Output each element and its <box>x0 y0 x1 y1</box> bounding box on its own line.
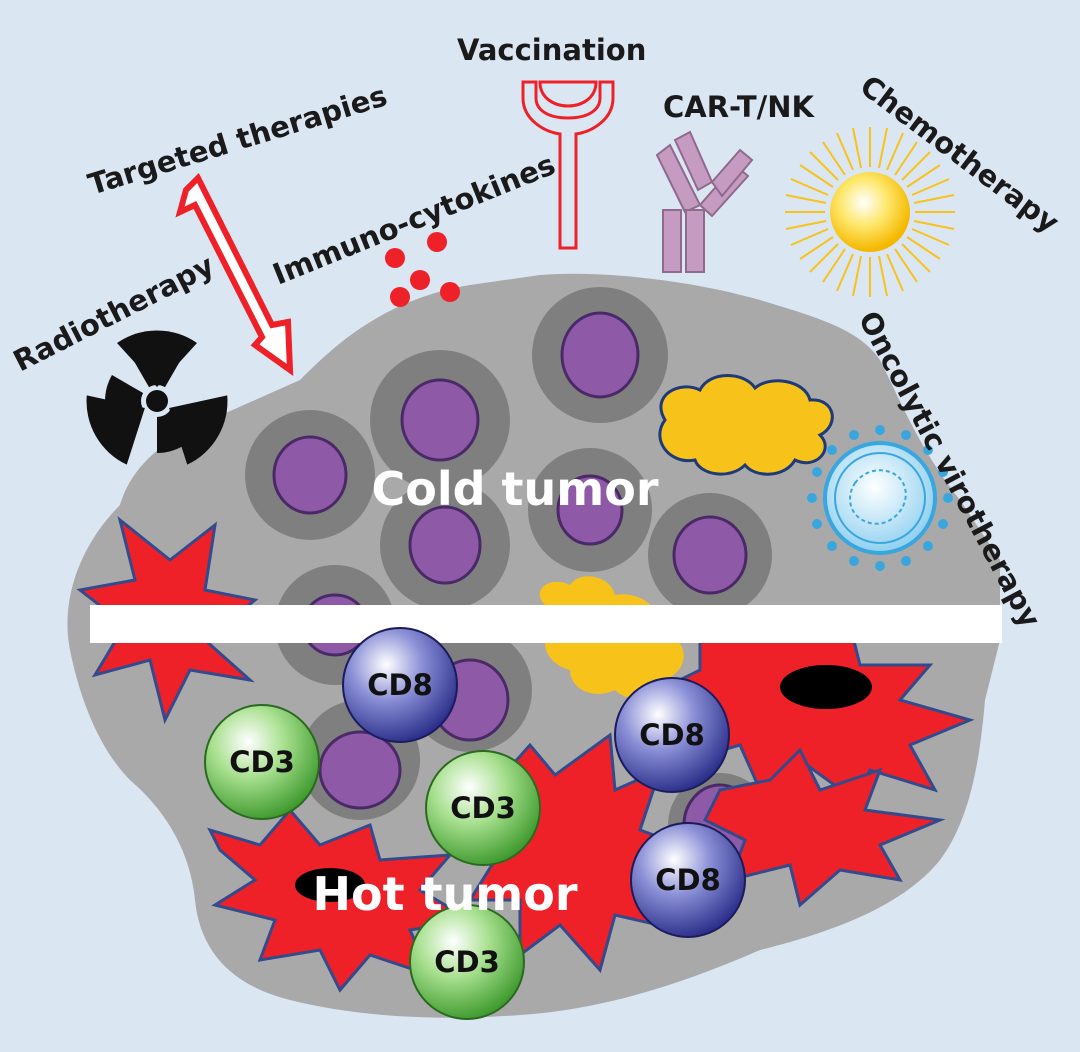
cd3-cell-3: CD3 <box>409 904 525 1020</box>
cytokine-dots-icon <box>385 232 460 307</box>
nucleus-black-left <box>295 868 365 902</box>
hot-tumor-label: Hot tumor <box>312 867 577 921</box>
nucleus-black-right <box>780 665 872 709</box>
cd8-label-1: CD8 <box>367 668 433 702</box>
cd8-cell-3: CD8 <box>630 822 746 938</box>
yellow-cloud-top <box>658 374 834 476</box>
cd3-label-2: CD3 <box>450 791 516 825</box>
cd8-label-3: CD8 <box>655 863 721 897</box>
divider-bar <box>90 605 1002 643</box>
sun-icon <box>785 127 955 297</box>
antibody-icon <box>655 130 754 273</box>
vaccination-receptor-icon <box>521 80 615 250</box>
vaccination-label: Vaccination <box>457 33 646 67</box>
virus-icon <box>807 425 953 571</box>
radiation-trefoil <box>86 330 228 465</box>
cd3-cell-2: CD3 <box>425 750 541 866</box>
cd8-cell-2: CD8 <box>614 677 730 793</box>
cd8-label-2: CD8 <box>639 718 705 752</box>
cold-tumor-label: Cold tumor <box>371 462 658 516</box>
cd8-cell-1: CD8 <box>342 627 458 743</box>
targeted-arrow-icon <box>175 172 294 377</box>
cd3-label-3: CD3 <box>434 945 500 979</box>
cd3-cell-1: CD3 <box>204 704 320 820</box>
cart-nk-label: CAR-T/NK <box>663 90 815 124</box>
cd3-label-1: CD3 <box>229 745 295 779</box>
